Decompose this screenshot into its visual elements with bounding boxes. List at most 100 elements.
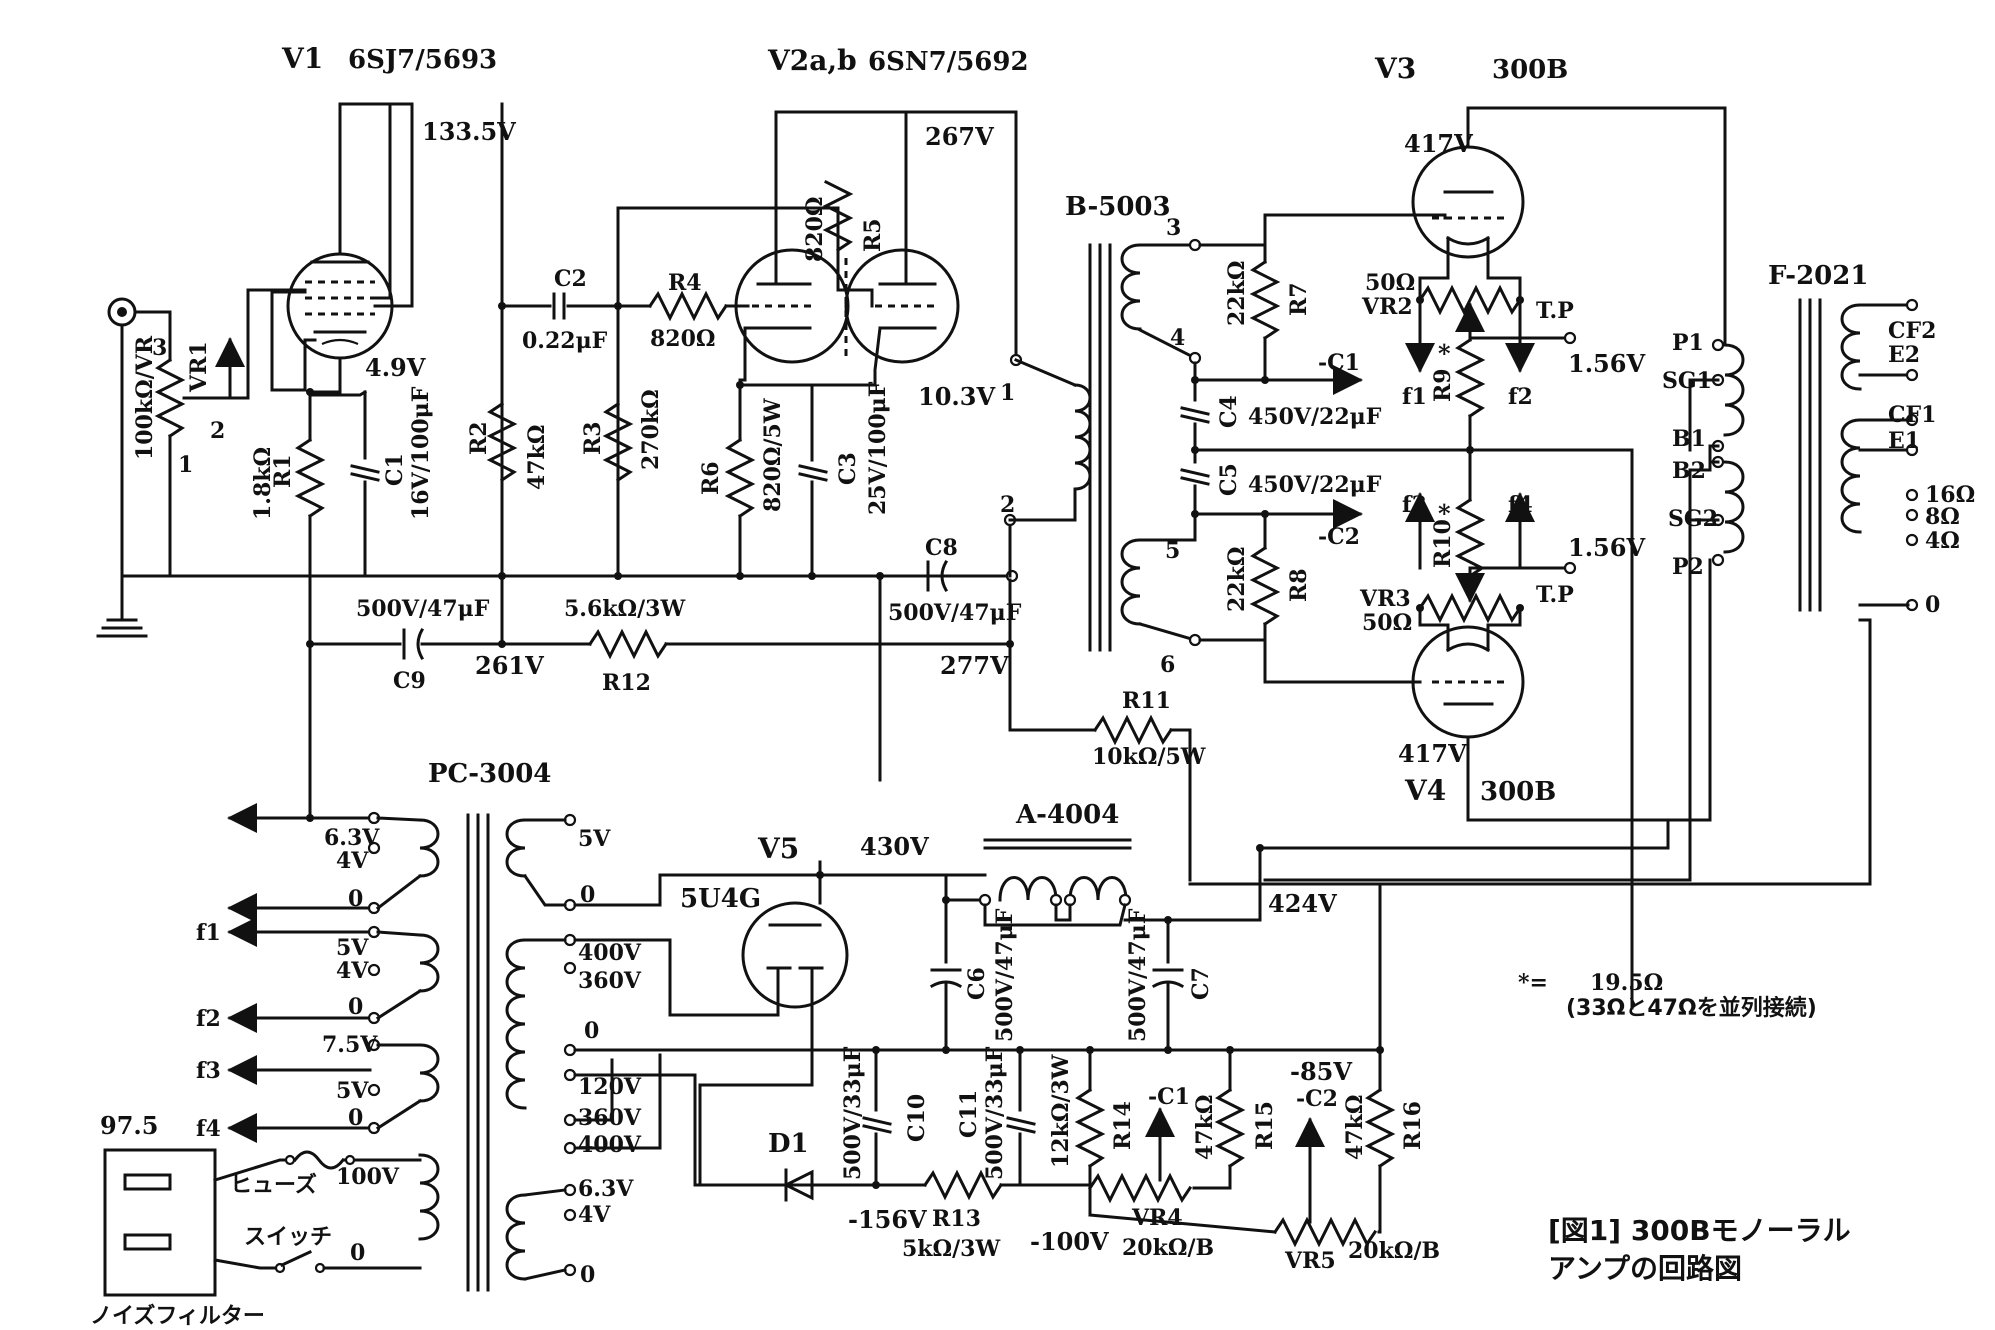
tap-mid-0-c: 0 xyxy=(580,1262,595,1288)
r9-label: R9 xyxy=(1430,368,1456,402)
r11-value: 10kΩ/5W xyxy=(1092,744,1206,770)
c11-value: 500V/33μF xyxy=(982,1046,1008,1180)
v5-out-voltage: 430V xyxy=(860,832,929,861)
note-value: 19.5Ω xyxy=(1590,970,1663,996)
tap-0-b: 0 xyxy=(348,994,363,1020)
b5003-transformer xyxy=(1073,243,1142,652)
r11-label: R11 xyxy=(1122,688,1171,714)
vr3-label: VR3 xyxy=(1359,586,1411,612)
c2-bias-out: -C2 xyxy=(1318,524,1360,550)
f2021-p2: P2 xyxy=(1672,554,1704,580)
c5-capacitor xyxy=(1180,468,1210,486)
v4-plate-voltage: 417V xyxy=(1398,739,1467,768)
v2-cathode-voltage: 10.3V xyxy=(918,382,995,411)
tap-7-5v: 7.5V xyxy=(322,1032,378,1058)
r12-resistor xyxy=(587,628,669,660)
c10-value: 500V/33μF xyxy=(840,1046,866,1180)
r3-value: 270kΩ xyxy=(638,389,664,470)
c10-capacitor xyxy=(862,1116,892,1134)
r15-value: 47kΩ xyxy=(1192,1095,1218,1160)
vr2-resistor xyxy=(1417,284,1523,316)
tp2-voltage: 1.56V xyxy=(1568,533,1645,562)
mains-0: 0 xyxy=(350,1240,365,1266)
vr2-label: VR2 xyxy=(1361,294,1413,320)
c11-capacitor xyxy=(1006,1116,1036,1134)
f2021-sg2: SG2 xyxy=(1668,506,1718,532)
c2-value: 0.22μF xyxy=(522,328,608,354)
tap-mid-4v: 4V xyxy=(578,1202,611,1228)
r15-resistor xyxy=(1214,1087,1246,1169)
vr1-pin-1: 1 xyxy=(178,452,193,478)
b5003-pin-5: 5 xyxy=(1165,538,1180,564)
c5-value: 450V/22μF xyxy=(1248,472,1382,498)
vr1-pin-3: 3 xyxy=(152,335,167,361)
v4-tube xyxy=(1411,625,1525,739)
c4-capacitor xyxy=(1180,406,1210,424)
b5003-pin-4: 4 xyxy=(1170,325,1185,351)
tp1-voltage: 1.56V xyxy=(1568,349,1645,378)
vr4-resistor xyxy=(1087,1172,1193,1204)
c6-value: 500V/47μF xyxy=(992,908,1018,1042)
f2021-cf2: CF2 xyxy=(1888,318,1936,344)
f3-out-v4: f3 xyxy=(1402,492,1427,518)
c8-value: 500V/47μF xyxy=(888,600,1022,626)
vr2-value: 50Ω xyxy=(1365,270,1415,296)
r6-value: 820Ω/5W xyxy=(760,398,786,512)
fuse xyxy=(292,1150,346,1170)
v2-plate-voltage: 267V xyxy=(925,122,994,151)
tp-v4: T.P xyxy=(1536,582,1574,608)
r5-value: 820Ω xyxy=(802,196,828,262)
r11-resistor xyxy=(1092,714,1174,746)
tap-5v-b: 5V xyxy=(336,1078,369,1104)
r3-resistor xyxy=(602,401,634,483)
caption-line2: アンプの回路図 xyxy=(1548,1252,1742,1285)
c6-label: C6 xyxy=(964,967,990,1000)
voltage-neg100: -100V xyxy=(1030,1227,1109,1256)
vr5-label: VR5 xyxy=(1284,1248,1336,1274)
r15-label: R15 xyxy=(1252,1101,1278,1150)
vr1-value: 100kΩ/VR xyxy=(132,335,158,460)
note-detail: (33Ωと47Ωを並列接続) xyxy=(1566,995,1817,1021)
f2021-8ohm: 8Ω xyxy=(1925,504,1960,530)
vr5-value: 20kΩ/B xyxy=(1348,1238,1440,1264)
a4004-choke xyxy=(978,838,1132,907)
tap-4v-b: 4V xyxy=(336,958,369,984)
voltage-277: 277V xyxy=(940,651,1009,680)
c7-capacitor xyxy=(1151,968,1185,989)
vr3-value: 50Ω xyxy=(1362,610,1412,636)
ps-out-f4: f4 xyxy=(196,1116,221,1142)
tap-mid-400v-b: 400V xyxy=(578,1132,642,1158)
f2021-e2: E2 xyxy=(1888,342,1920,368)
tap-mid-5v: 5V xyxy=(578,826,611,852)
c3-value: 25V/100μF xyxy=(865,381,891,515)
f2021-e1: E1 xyxy=(1888,428,1920,454)
f4-out-v4: f4 xyxy=(1508,492,1533,518)
c3-label: C3 xyxy=(835,452,861,485)
r12-value: 5.6kΩ/3W xyxy=(564,596,685,622)
voltage-424: 424V xyxy=(1268,889,1337,918)
f1-out-v3: f1 xyxy=(1402,384,1427,410)
vr4-value: 20kΩ/B xyxy=(1122,1235,1214,1261)
c11-label: C11 xyxy=(956,1090,982,1138)
f2021-p1: P1 xyxy=(1672,330,1704,356)
r4-value: 820Ω xyxy=(650,326,716,352)
c9-value: 500V/47μF xyxy=(356,596,490,622)
f2021-b2: B2 xyxy=(1672,458,1706,484)
d1-label: D1 xyxy=(768,1129,809,1159)
r3-label: R3 xyxy=(580,421,606,455)
b5003-pin-3: 3 xyxy=(1166,215,1181,241)
r16-label: R16 xyxy=(1400,1101,1426,1150)
pc3004-label: PC-3004 xyxy=(428,759,551,789)
r8-label: R8 xyxy=(1286,568,1312,602)
c7-label: C7 xyxy=(1188,967,1214,1000)
r8-resistor xyxy=(1249,545,1281,627)
r10-mark: * xyxy=(1438,499,1451,528)
mains-100v: 100V xyxy=(336,1164,400,1190)
r2-value: 47kΩ xyxy=(524,425,550,490)
r16-resistor xyxy=(1364,1087,1396,1169)
tap-mid-120v: 120V xyxy=(578,1074,642,1100)
tap-mid-6-3v: 6.3V xyxy=(578,1176,634,1202)
ps-out-f1: f1 xyxy=(196,920,221,946)
mains-number: 97.5 xyxy=(100,1111,158,1140)
